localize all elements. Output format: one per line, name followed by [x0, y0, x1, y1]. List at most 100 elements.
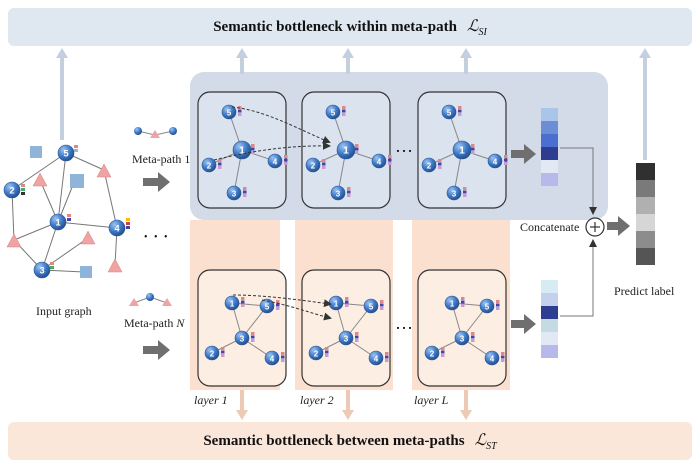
bottom-to-concat-line: [560, 239, 597, 317]
layer-1-label: layer 1: [194, 393, 228, 407]
svg-text:5: 5: [227, 109, 232, 118]
top-layer-box-1-node-5: 5: [221, 104, 237, 120]
bottom-layer-box-3-node-4: 4: [484, 350, 500, 366]
input-node-5: 5: [57, 144, 75, 162]
svg-text:4: 4: [270, 355, 275, 364]
attention-arrows-bottom: [232, 294, 332, 321]
top-layer-box-1-node-3: 3: [226, 185, 242, 201]
bottom-layer-box-1-node-5: 5: [259, 298, 275, 314]
svg-text:4: 4: [374, 355, 379, 364]
svg-text:5: 5: [63, 149, 68, 159]
top-layer-box-2-node-3: 3: [330, 185, 346, 201]
layer-ellipsis-bottom: …: [395, 313, 415, 333]
layer-2-label: layer 2: [300, 393, 334, 407]
input-node-3: 3: [33, 261, 51, 279]
bottom-layer-box-1-node-2: 2: [204, 345, 220, 361]
svg-text:4: 4: [114, 224, 120, 234]
svg-text:1: 1: [334, 300, 339, 309]
banner-bottom-title: Semantic bottleneck between meta-paths: [203, 432, 465, 449]
top-output-arrow: [511, 144, 536, 164]
svg-text:2: 2: [311, 162, 316, 171]
bottom-layer-box-1-node-3: 3: [234, 330, 250, 346]
svg-text:3: 3: [344, 335, 349, 344]
bottom-layer-box-2-node-5: 5: [363, 298, 379, 314]
svg-text:4: 4: [377, 158, 382, 167]
top-layer-box-2-node-5: 5: [325, 104, 341, 120]
svg-text:1: 1: [230, 300, 235, 309]
svg-text:4: 4: [490, 355, 495, 364]
layer-boxes: 1 2 3 4 5 1 2 3 4 5 1 2 3 4 5 1 2 3 4 5 1 2 3 4 5 1 2 3 4 5: [197, 91, 508, 387]
bottom-layer-box-3-node-2: 2: [424, 345, 440, 361]
banner-top-title: Semantic bottleneck within meta-path: [213, 18, 457, 35]
loss-st-symbol: ℒST: [474, 431, 497, 453]
layer-L-label: layer L: [414, 393, 449, 407]
svg-text:4: 4: [493, 158, 498, 167]
bottom-layer-box-2-node-2: 2: [308, 345, 324, 361]
semantic-bottleneck-between-banner: Semantic bottleneck between meta-paths ℒ…: [8, 422, 692, 460]
svg-text:5: 5: [485, 303, 490, 312]
top-layer-box-2-node-1: 1: [336, 140, 356, 160]
loss-si-symbol: ℒSI: [466, 17, 487, 39]
down-arrowheads: [236, 410, 472, 420]
svg-text:5: 5: [447, 109, 452, 118]
top-layer-box-3: 1 2 3 4 5: [417, 91, 508, 209]
bottom-layer-box-2-node-4: 4: [368, 350, 384, 366]
bottom-layer-box-1-node-4: 4: [264, 350, 280, 366]
bottom-embedding-vector: [541, 280, 558, 358]
svg-text:3: 3: [232, 190, 237, 199]
top-to-concat-line: [560, 147, 597, 215]
svg-text:3: 3: [452, 190, 457, 199]
top-layer-box-3-node-1: 1: [452, 140, 472, 160]
meta-path-n-icon: [129, 293, 172, 306]
svg-text:3: 3: [460, 335, 465, 344]
svg-text:3: 3: [39, 266, 44, 276]
input-node-4: 4: [108, 219, 126, 237]
top-layer-box-2: 1 2 3 4 5: [301, 91, 392, 209]
meta-path-n-arrow: [143, 340, 170, 360]
attention-arrows-top: [213, 106, 331, 161]
up-arrowheads: [56, 48, 651, 58]
input-graph-nodes: 1 2 3 4 5: [3, 144, 126, 279]
svg-text:2: 2: [430, 350, 435, 359]
input-node-1: 1: [49, 213, 67, 231]
bottom-layer-box-1-node-1: 1: [224, 295, 240, 311]
bottom-layer-box-2: 1 2 3 4 5: [301, 269, 391, 387]
svg-text:2: 2: [9, 186, 14, 196]
svg-text:3: 3: [240, 335, 245, 344]
bottom-layer-box-2-node-3: 3: [338, 330, 354, 346]
input-graph-triangles: [6, 163, 123, 273]
bottom-layer-box-2-node-1: 1: [328, 295, 344, 311]
top-layer-box-3-node-2: 2: [421, 157, 437, 173]
svg-text:5: 5: [331, 109, 336, 118]
svg-text:3: 3: [336, 190, 341, 199]
top-layer-box-1: 1 2 3 4 5: [197, 91, 288, 209]
svg-text:4: 4: [273, 158, 278, 167]
top-layer-box-3-node-3: 3: [446, 185, 462, 201]
meta-path-1-label: Meta-path 1: [132, 152, 191, 166]
top-layer-box-2-node-4: 4: [371, 153, 387, 169]
svg-text:1: 1: [239, 146, 245, 157]
meta-path-n-label: Meta-path N: [124, 316, 185, 330]
svg-text:2: 2: [210, 350, 215, 359]
fat-arrows: [143, 144, 630, 360]
svg-text:1: 1: [459, 146, 465, 157]
top-layer-box-2-node-2: 2: [305, 157, 321, 173]
predict-label-label: Predict label: [614, 284, 675, 298]
meta-path-1-arrow: [143, 172, 170, 192]
meta-path-1-icon: [134, 127, 177, 138]
top-layer-box-3-node-5: 5: [441, 104, 457, 120]
up-arrows: [60, 56, 647, 160]
layer-ellipsis-top: …: [395, 136, 415, 156]
concat-output-arrow: [607, 216, 630, 236]
concatenate-plus-icon: [585, 217, 605, 237]
semantic-bottleneck-within-banner: Semantic bottleneck within meta-path ℒSI: [8, 8, 692, 46]
bottom-layer-box-3-node-1: 1: [444, 295, 460, 311]
svg-text:2: 2: [207, 162, 212, 171]
predict-label-vector: [636, 163, 655, 265]
top-layer-box-1-node-1: 1: [232, 140, 252, 160]
top-layer-box-1-node-4: 4: [267, 153, 283, 169]
concatenate-label: Concatenate: [520, 220, 580, 234]
svg-text:2: 2: [314, 350, 319, 359]
bottom-output-arrow: [511, 314, 536, 334]
